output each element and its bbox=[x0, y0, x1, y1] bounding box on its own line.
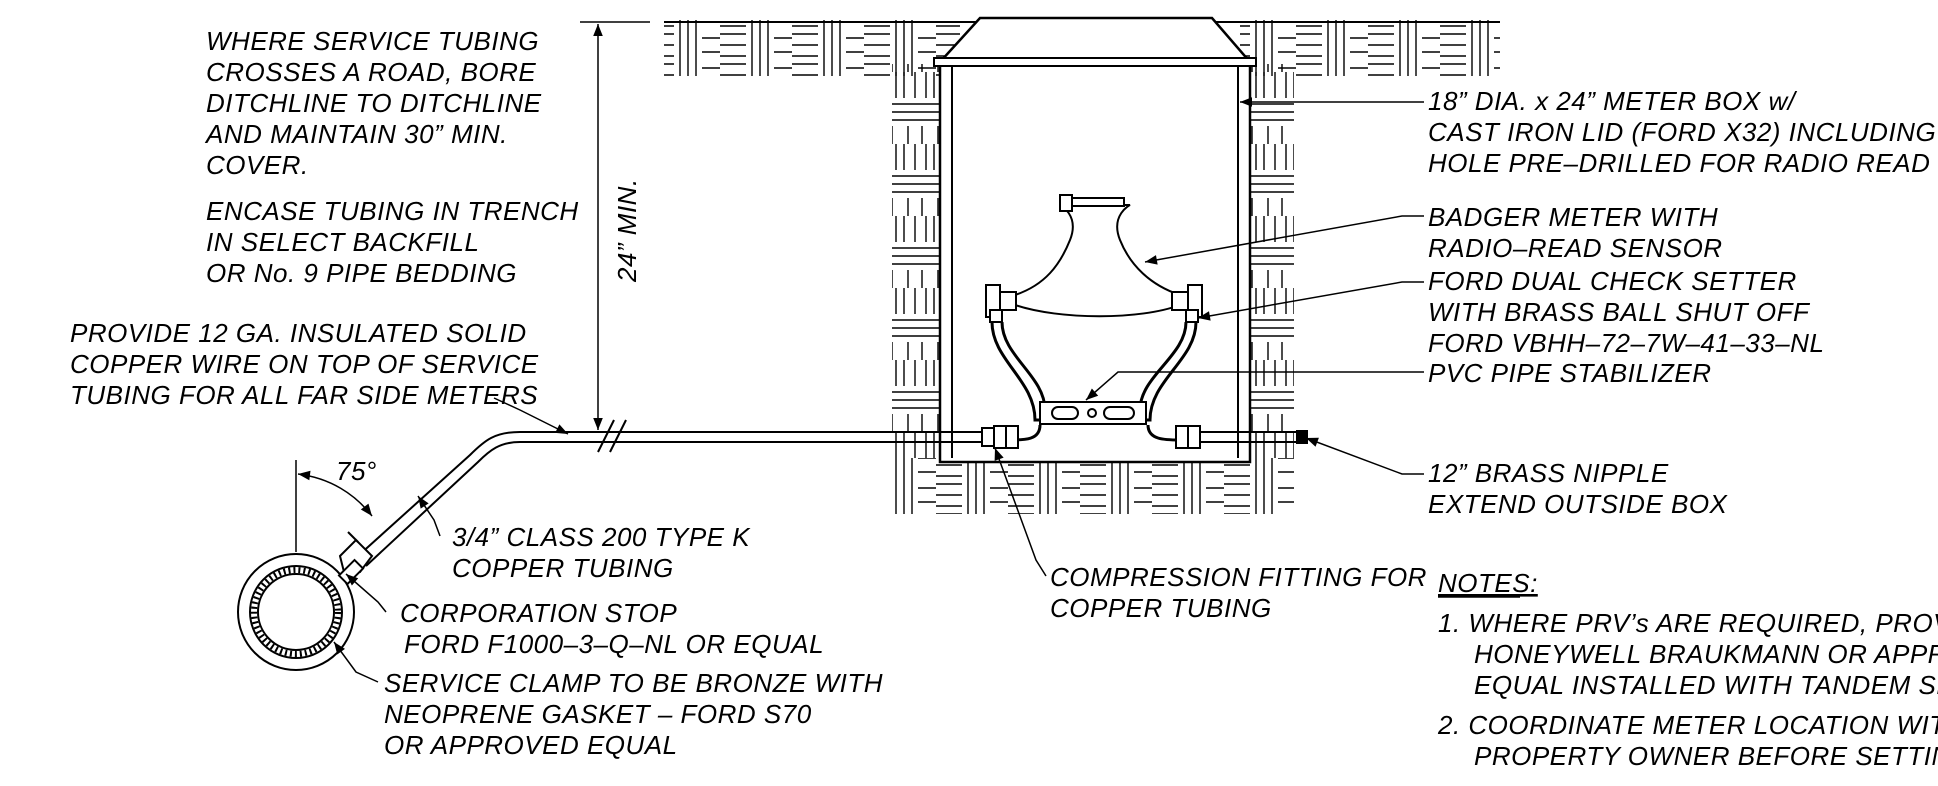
water-main bbox=[237, 553, 355, 671]
note-road-crossing: WHERE SERVICE TUBING CROSSES A ROAD, BOR… bbox=[204, 26, 549, 180]
dual-check-setter bbox=[990, 321, 1198, 442]
callout-nipple: 12” BRASS NIPPLE EXTEND OUTSIDE BOX bbox=[1428, 458, 1729, 519]
compression-fitting-left bbox=[981, 427, 995, 447]
callout-service-clamp: SERVICE CLAMP TO BE BRONZE WITH NEOPRENE… bbox=[384, 668, 891, 760]
callout-copper-tubing: 3/4” CLASS 200 TYPE K COPPER TUBING bbox=[452, 522, 758, 583]
badger-meter bbox=[985, 194, 1203, 323]
angle-dimension bbox=[295, 460, 373, 552]
cast-iron-lid bbox=[937, 16, 1253, 64]
note-item-2: 2. COORDINATE METER LOCATION WITH PROPER… bbox=[1437, 710, 1938, 771]
leader-lines bbox=[333, 97, 1424, 683]
meter-box bbox=[933, 16, 1257, 464]
corporation-stop bbox=[337, 531, 374, 586]
note-item-1: 1. WHERE PRV’s ARE REQUIRED, PROVIDE HON… bbox=[1438, 608, 1938, 700]
callout-badger-meter: BADGER METER WITH RADIO–READ SENSOR bbox=[1428, 202, 1726, 263]
compression-fitting-right bbox=[1175, 425, 1189, 449]
depth-dimension bbox=[580, 21, 650, 430]
callout-corporation-stop: CORPORATION STOP FORD F1000–3–Q–NL OR EQ… bbox=[400, 598, 824, 659]
callout-stabilizer: PVC PIPE STABILIZER bbox=[1428, 358, 1712, 388]
callout-dual-check: FORD DUAL CHECK SETTER WITH BRASS BALL S… bbox=[1428, 266, 1824, 358]
soil-hatch-bottom bbox=[892, 458, 1294, 514]
callout-meter-box: 18” DIA. x 24” METER BOX w/ CAST IRON LI… bbox=[1428, 86, 1938, 178]
depth-label: 24” MIN. bbox=[612, 178, 642, 283]
service-tubing bbox=[357, 419, 1308, 567]
angle-label: 75° bbox=[336, 456, 377, 486]
callout-compression-fitting: COMPRESSION FITTING FOR COPPER TUBING bbox=[1050, 562, 1435, 623]
note-copper-wire: PROVIDE 12 GA. INSULATED SOLID COPPER WI… bbox=[70, 318, 546, 410]
notes-heading: NOTES: bbox=[1438, 568, 1538, 598]
note-encase-tubing: ENCASE TUBING IN TRENCH IN SELECT BACKFI… bbox=[206, 196, 586, 288]
